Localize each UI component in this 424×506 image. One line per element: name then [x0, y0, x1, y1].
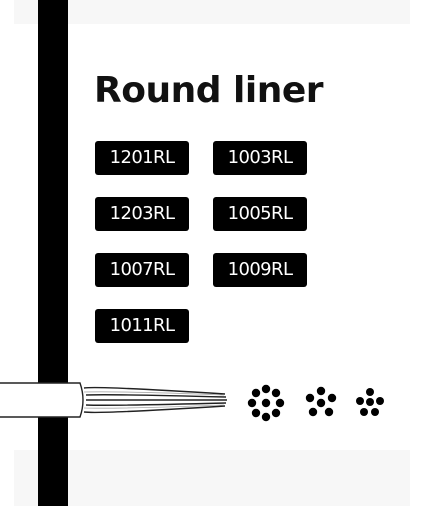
bottom-band	[14, 450, 410, 506]
needle-cartridge-icon	[0, 382, 227, 418]
needle-cluster-icon	[247, 384, 285, 422]
config-tag-1005rl[interactable]: 1005RL	[213, 197, 307, 231]
config-tag-1201rl[interactable]: 1201RL	[95, 141, 189, 175]
vertical-bar	[38, 0, 68, 506]
config-tag-1011rl[interactable]: 1011RL	[95, 309, 189, 343]
config-tag-1003rl[interactable]: 1003RL	[213, 141, 307, 175]
needle-cluster-icon	[305, 386, 337, 417]
config-tag-1009rl[interactable]: 1009RL	[213, 253, 307, 287]
needle-cluster-icon	[356, 388, 384, 416]
config-tag-1007rl[interactable]: 1007RL	[95, 253, 189, 287]
config-tag-1203rl[interactable]: 1203RL	[95, 197, 189, 231]
page-title: Round liner	[94, 70, 324, 111]
top-band	[14, 0, 410, 24]
